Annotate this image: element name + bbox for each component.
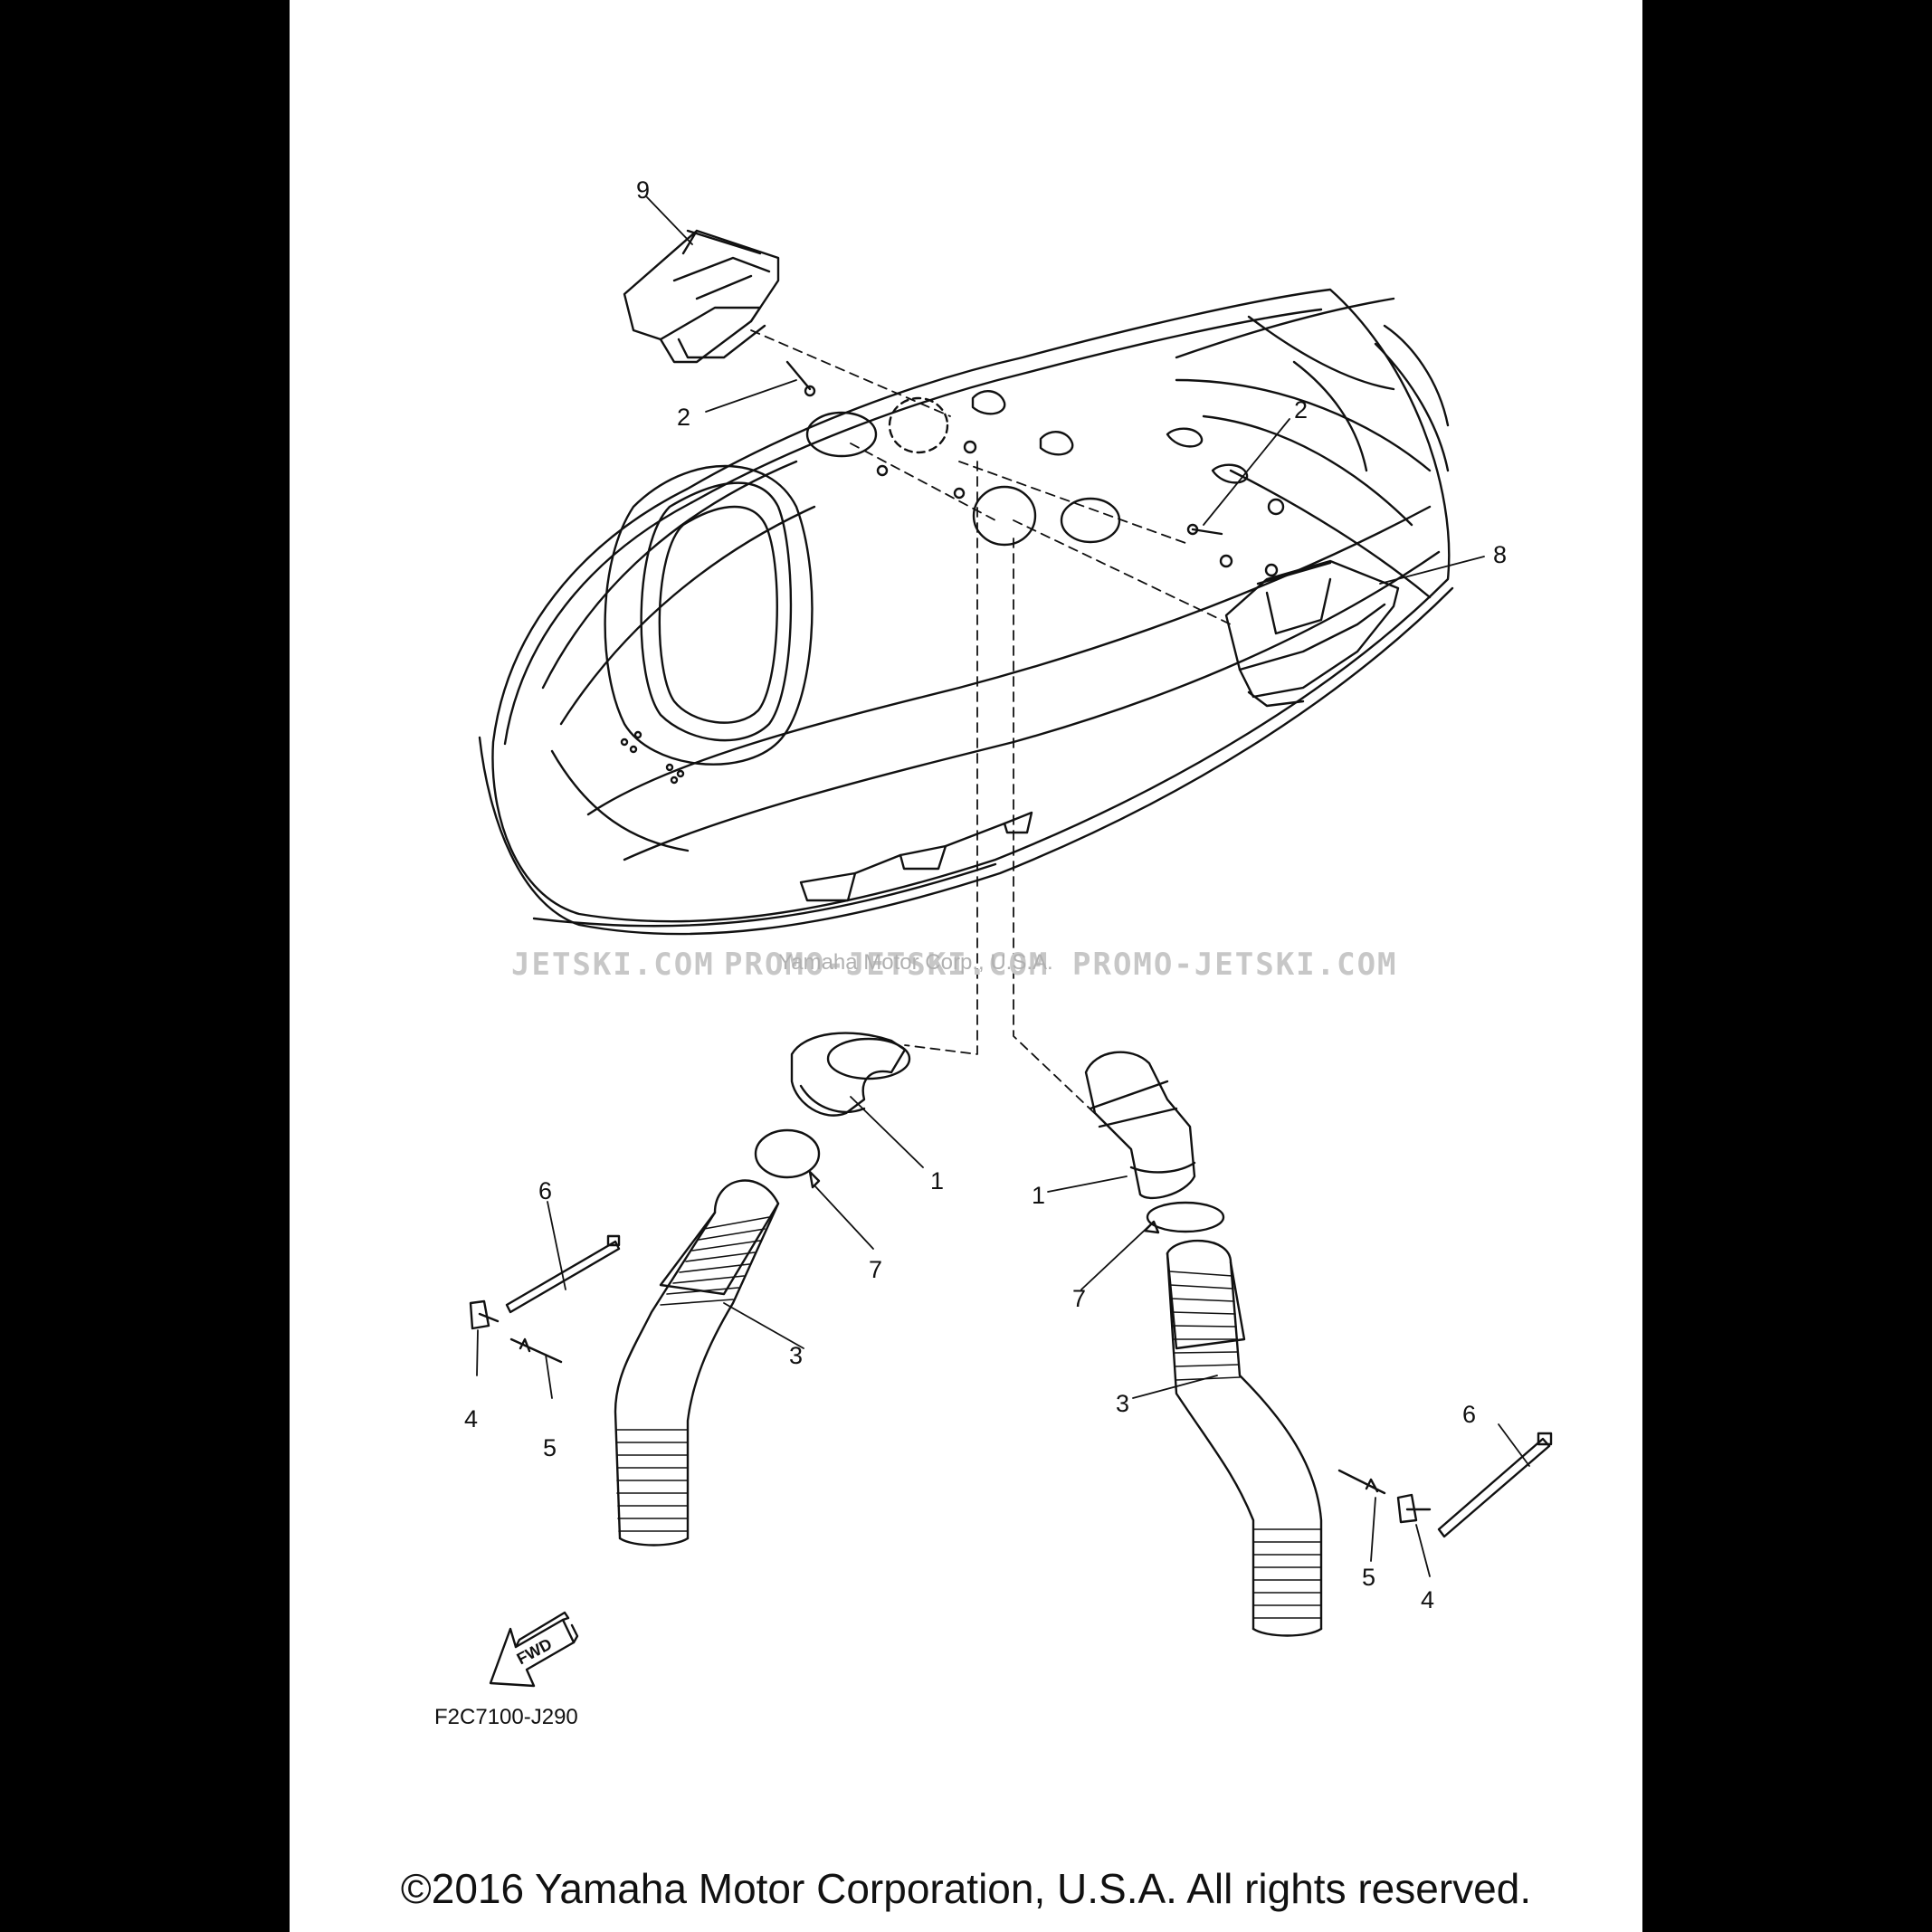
callout-6-left: 6 [538,1177,553,1204]
callout-5-left: 5 [543,1434,557,1461]
callout-5-right: 5 [1362,1564,1376,1591]
part-7-hose-clamps [754,1128,1225,1234]
part-1-right-duct [1084,1051,1196,1200]
callout-7-left: 7 [869,1256,883,1283]
part-1-left-duct [790,1032,911,1117]
diagram-sheet [290,0,1642,1932]
callout-1-left: 1 [930,1167,945,1194]
fwd-direction-arrow [489,1611,579,1688]
callout-7-right: 7 [1072,1285,1087,1312]
figure-code: F2C7100-J290 [434,1705,578,1729]
callout-3-right: 3 [1116,1390,1130,1417]
watermark-jetski: JETSKI.COM [511,947,715,983]
parts-4-5-6-left [469,1234,621,1364]
callout-2-left: 2 [677,404,691,431]
watermark-promo-jetski-2: PROMO-JETSKI.COM [1072,947,1398,983]
parts-4-5-6-right [1337,1432,1553,1538]
part-2-screws [785,360,1223,536]
callout-4-right: 4 [1421,1586,1435,1613]
part-9-vent-cover [623,229,780,364]
callout-1-right: 1 [1032,1182,1046,1209]
watermark-promo-jetski-1: PROMO-JETSKI.COM [724,947,1050,983]
callout-2-right: 2 [1294,396,1309,424]
part-3-left-hose [614,1179,780,1547]
part-8-vent-cover [1224,559,1400,708]
assembly-leader-lines [750,329,1232,1123]
watermark-yamaha-corp: Yamaha Motor Corp., U.S.A. [778,950,1053,975]
part-3-right-hose [1166,1239,1323,1637]
callout-6-right: 6 [1462,1401,1477,1428]
callout-4-left: 4 [464,1405,479,1432]
hull-deck-illustration [478,288,1454,936]
copyright-notice: ©2016 Yamaha Motor Corporation, U.S.A. A… [400,1865,1532,1912]
callout-leaders [476,196,1530,1577]
callout-8: 8 [1493,541,1508,568]
callout-3-left: 3 [789,1342,804,1369]
callout-9: 9 [636,176,651,204]
